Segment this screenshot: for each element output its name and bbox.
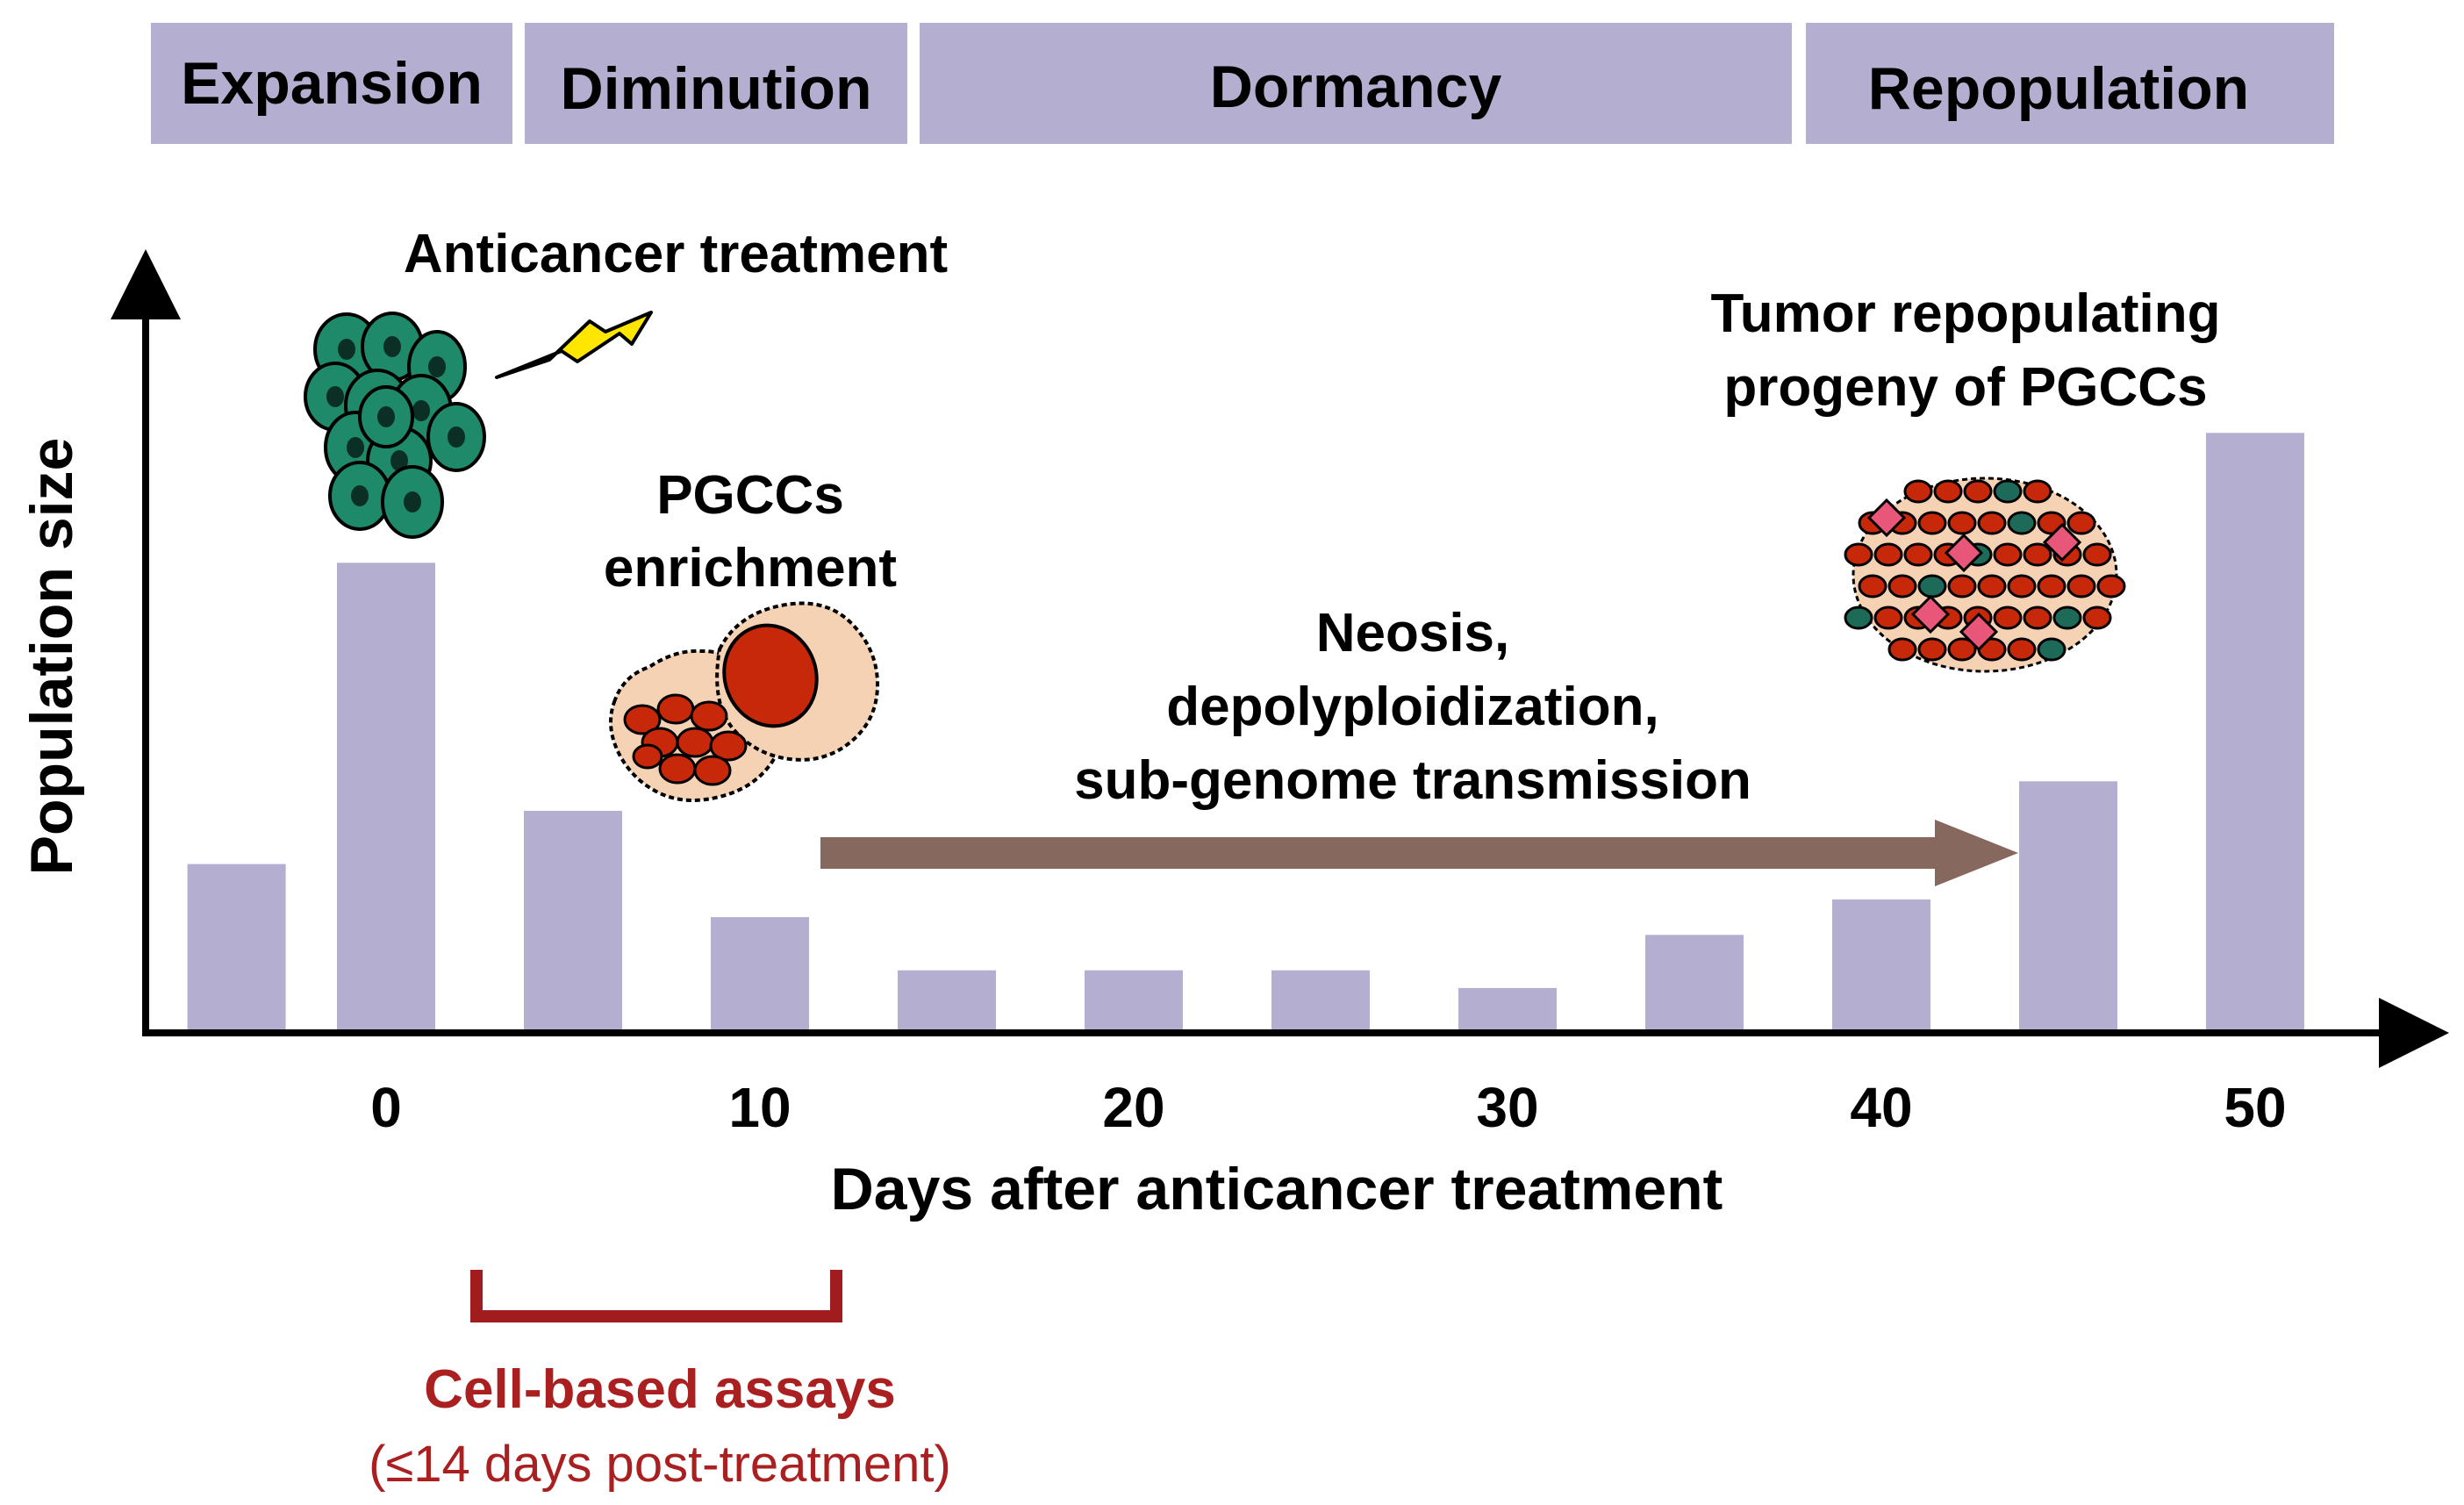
bar xyxy=(1085,970,1183,1029)
phase-label-dormancy: Dormancy xyxy=(1210,54,1502,120)
bar xyxy=(524,811,622,1029)
phase-band-dormancy xyxy=(920,23,1792,144)
x-tick-label: 40 xyxy=(1850,1076,1912,1139)
pgcc-cells-icon xyxy=(609,601,880,802)
bar xyxy=(337,563,435,1029)
bar xyxy=(1271,970,1370,1029)
phase-band-expansion xyxy=(151,23,512,144)
x-tick-label: 0 xyxy=(370,1076,402,1139)
bars xyxy=(187,433,2304,1029)
pgcc-label-line1: PGCCs xyxy=(656,465,844,526)
phase-label-repopulation: Repopulation xyxy=(1868,55,2249,122)
x-tick-labels: 0 10 20 30 40 50 xyxy=(370,1076,2286,1139)
cell-cluster-icon xyxy=(304,312,486,539)
bar xyxy=(1645,935,1744,1029)
tumor-label-line2: progeny of PGCCs xyxy=(1723,357,2207,418)
neosis-label-line1: Neosis, xyxy=(1316,603,1510,663)
x-tick-label: 30 xyxy=(1476,1076,1538,1139)
assay-subtitle: (≤14 days post-treatment) xyxy=(369,1436,951,1493)
assay-title: Cell-based assays xyxy=(424,1359,896,1420)
bar xyxy=(187,864,286,1029)
y-axis-title: Population size xyxy=(18,438,85,876)
phase-label-expansion: Expansion xyxy=(181,50,483,117)
tumor-label-line1: Tumor repopulating xyxy=(1711,283,2221,344)
x-tick-label: 50 xyxy=(2224,1076,2286,1139)
bar xyxy=(711,917,809,1029)
neosis-label-line2: depolyploidization, xyxy=(1166,677,1658,737)
phase-bands: Expansion Diminution Dormancy Repopulati… xyxy=(151,23,2334,144)
bar xyxy=(1458,987,1557,1029)
bar xyxy=(2206,433,2304,1029)
bar xyxy=(898,970,996,1029)
phase-band-diminution xyxy=(525,23,907,144)
axes xyxy=(111,249,2449,1068)
bar xyxy=(1832,899,1930,1029)
neosis-label-line3: sub-genome transmission xyxy=(1074,750,1751,811)
bar xyxy=(2019,781,2117,1029)
x-axis-title: Days after anticancer treatment xyxy=(831,1156,1723,1222)
x-tick-label: 20 xyxy=(1102,1076,1164,1139)
progression-arrow xyxy=(820,820,2018,886)
treatment-label: Anticancer treatment xyxy=(404,224,948,284)
x-tick-label: 10 xyxy=(728,1076,791,1139)
pgcc-label-line2: enrichment xyxy=(604,538,897,598)
tumor-progeny-icon xyxy=(1844,477,2126,673)
phase-label-diminution: Diminution xyxy=(560,55,871,122)
lightning-bolt-icon xyxy=(495,311,653,379)
assay-bracket xyxy=(470,1270,842,1322)
phase-band-repopulation xyxy=(1806,23,2334,144)
